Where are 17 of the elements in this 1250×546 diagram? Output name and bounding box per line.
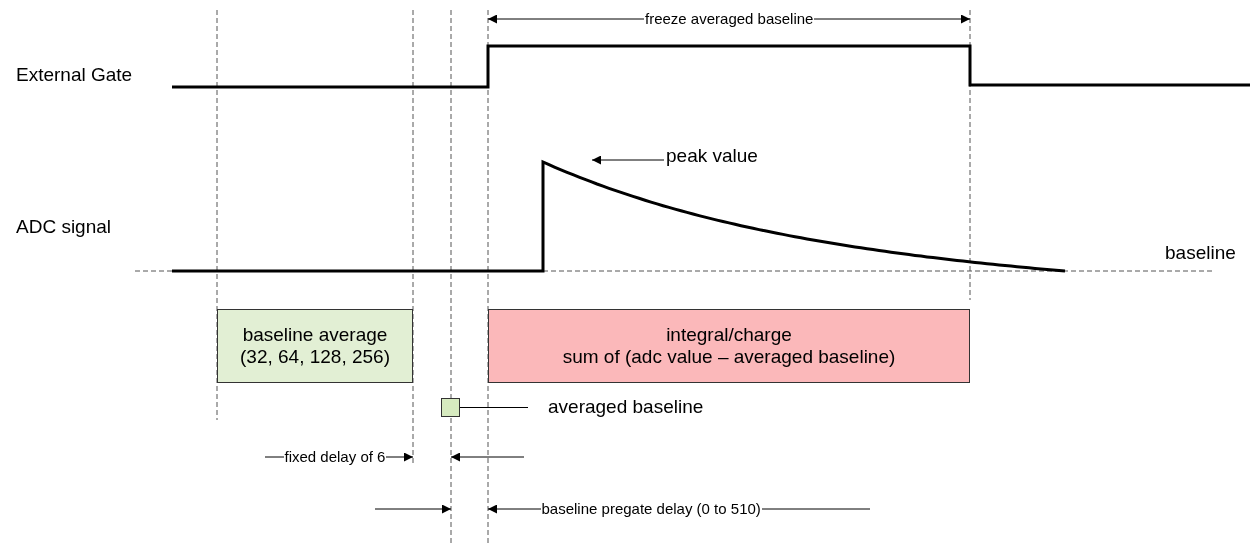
callout-text: averaged baseline	[548, 396, 704, 419]
box-text: integral/charge	[666, 324, 792, 346]
callout-text: peak value	[666, 145, 758, 168]
process-box	[217, 309, 413, 383]
dimension-label: baseline pregate delay (0 to 510)	[540, 500, 762, 518]
box-text: (32, 64, 128, 256)	[240, 346, 390, 368]
dimension-label: fixed delay of 6	[283, 448, 387, 466]
leader-line	[459, 407, 529, 408]
arrow	[591, 155, 665, 165]
box-text: sum of (adc value – averaged baseline)	[562, 346, 896, 368]
process-box	[488, 309, 970, 383]
row-label: ADC signal	[16, 215, 112, 239]
box-text: baseline average	[242, 324, 388, 346]
line-label: baseline	[1165, 241, 1236, 265]
row-label: External Gate	[16, 63, 133, 87]
marker-square	[441, 398, 460, 417]
dimension-label: freeze averaged baseline	[644, 10, 815, 28]
